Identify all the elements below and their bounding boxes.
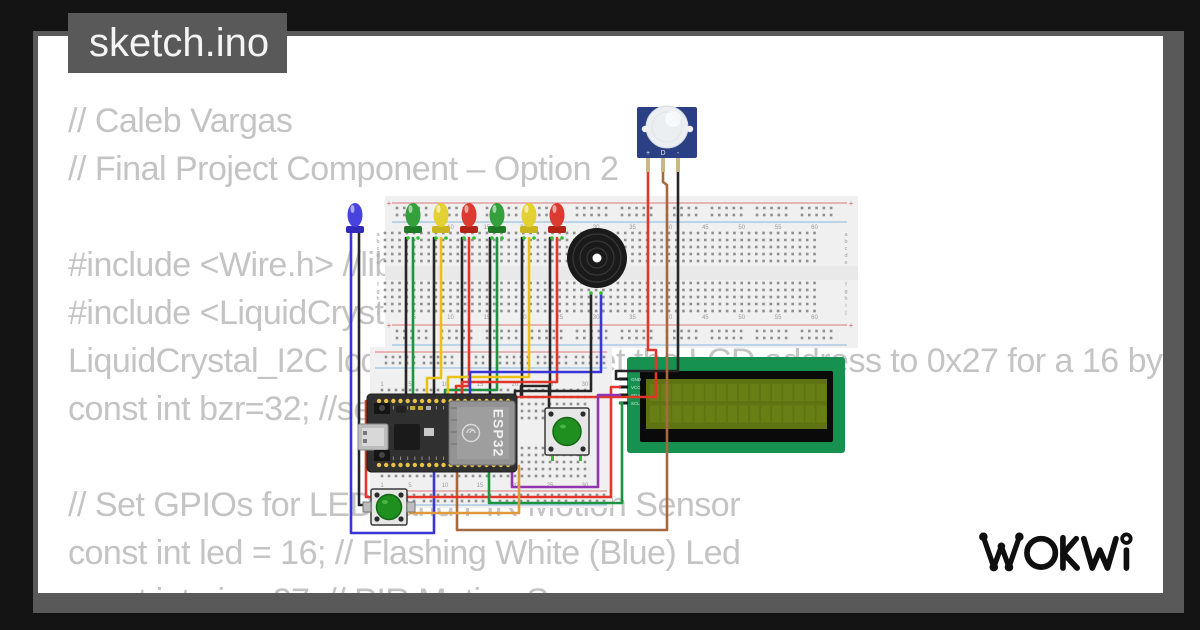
logo-o (1024, 535, 1059, 570)
code-line: // Set GPIOs for LEDs and PIR Motion Sen… (68, 486, 741, 524)
code-line: LiquidCrystal_I2C lcd(0x27,16,2); //set … (68, 342, 1163, 380)
code-line: // Final Project Component – Option 2 (68, 150, 619, 188)
code-line: const int bzr=32; //set the buzzer pin (68, 390, 597, 428)
logo-w2 (1080, 535, 1119, 571)
sketch-filename-badge: sketch.ino (68, 13, 287, 73)
wokwi-logo (979, 532, 1133, 572)
code-line: #include <Wire.h> //library for I2C (68, 246, 557, 284)
code-line: const int led = 16; // Flashing White (B… (68, 534, 741, 572)
logo-i-dot (1120, 532, 1133, 545)
code-line: const int pir = 27; // PIR Motion Sensor (68, 584, 632, 593)
code-line: // Caleb Vargas (68, 102, 293, 140)
code-line: #include <LiquidCrystal_I2C.h> (68, 294, 526, 332)
preview-canvas: // Caleb Vargas // Final Project Componen… (38, 36, 1163, 593)
logo-w1 (980, 534, 1022, 570)
sketch-filename: sketch.ino (89, 20, 270, 65)
